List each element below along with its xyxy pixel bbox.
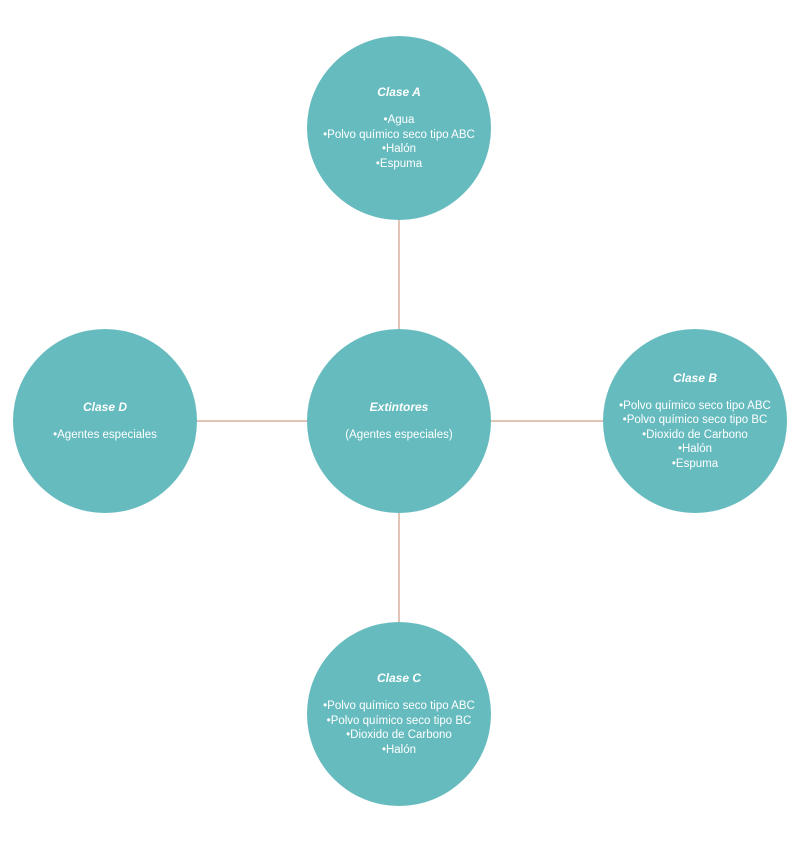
list-item: Dioxido de Carbono <box>619 428 771 443</box>
node-item-list: Polvo químico seco tipo ABC Polvo químic… <box>619 399 771 472</box>
connector-center-to-clase-c <box>398 512 400 624</box>
connector-center-to-clase-a <box>398 218 400 330</box>
list-item: Halón <box>323 142 475 157</box>
list-item: Polvo químico seco tipo ABC <box>323 699 475 714</box>
node-item-list: Agua Polvo químico seco tipo ABC Halón E… <box>323 113 475 171</box>
node-clase-c: Clase C Polvo químico seco tipo ABC Polv… <box>307 622 491 806</box>
node-clase-a: Clase A Agua Polvo químico seco tipo ABC… <box>307 36 491 220</box>
list-item: Espuma <box>619 457 771 472</box>
list-item: Polvo químico seco tipo ABC <box>619 399 771 414</box>
node-title: Extintores <box>369 399 429 414</box>
list-item: Dioxido de Carbono <box>323 728 475 743</box>
node-clase-b: Clase B Polvo químico seco tipo ABC Polv… <box>603 329 787 513</box>
list-item: Polvo químico seco tipo BC <box>619 413 771 428</box>
node-title: Clase B <box>672 370 718 385</box>
node-clase-d: Clase D Agentes especiales <box>13 329 197 513</box>
node-extintores: Extintores (Agentes especiales) <box>307 329 491 513</box>
node-item-list: Agentes especiales <box>53 428 157 443</box>
list-item: Halón <box>323 743 475 758</box>
list-item: Agua <box>323 113 475 128</box>
node-title: Clase C <box>376 670 422 685</box>
node-title: Clase D <box>82 399 128 414</box>
list-item: Halón <box>619 442 771 457</box>
list-item: Polvo químico seco tipo ABC <box>323 128 475 143</box>
list-item: Polvo químico seco tipo BC <box>323 714 475 729</box>
connector-center-to-clase-d <box>196 420 308 422</box>
connector-center-to-clase-b <box>490 420 604 422</box>
node-title: Clase A <box>377 84 421 99</box>
node-subtitle: (Agentes especiales) <box>345 428 453 441</box>
list-item: Agentes especiales <box>53 428 157 443</box>
node-item-list: Polvo químico seco tipo ABC Polvo químic… <box>323 699 475 757</box>
list-item: Espuma <box>323 157 475 172</box>
